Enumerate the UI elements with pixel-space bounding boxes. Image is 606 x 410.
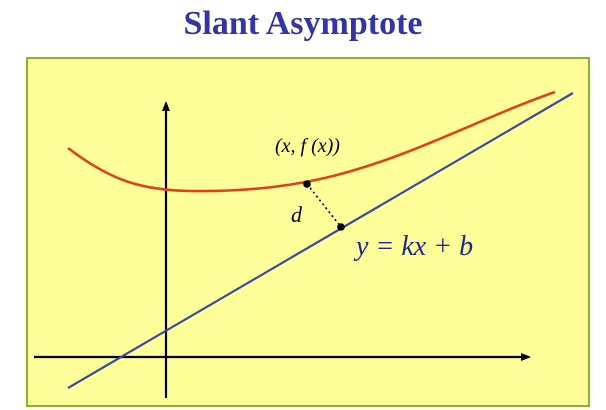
function-curve <box>67 90 556 193</box>
distance-segment <box>306 183 342 228</box>
curve-point <box>303 180 311 188</box>
asymptote-equation-label: y = kx + b <box>353 231 473 262</box>
page-title: Slant Asymptote <box>183 5 423 42</box>
point-label: (x, f (x)) <box>275 135 340 157</box>
asymptote-line <box>67 92 574 389</box>
asymptote-foot-point <box>337 223 345 231</box>
distance-label: d <box>291 202 303 227</box>
